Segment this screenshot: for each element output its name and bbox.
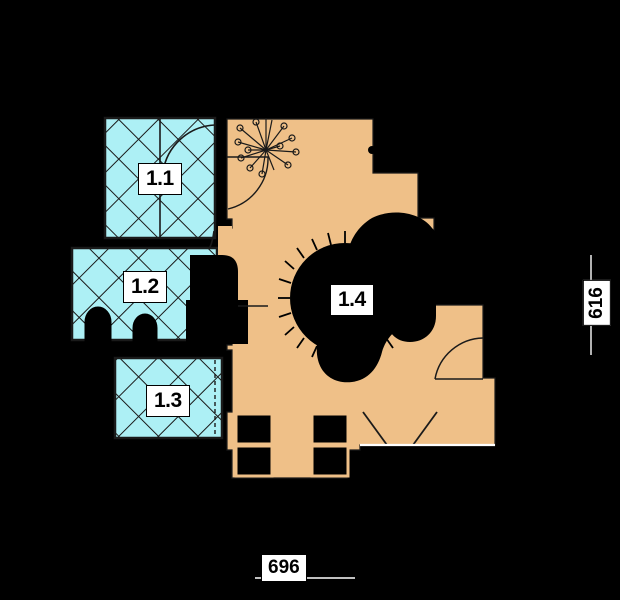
door-arc-icon: [434, 337, 484, 380]
dimension-right: 616: [582, 280, 611, 326]
door-arc-icon: [227, 156, 269, 210]
sanitary-fixture-icon: [132, 313, 158, 344]
window-swing-icon: [362, 411, 438, 446]
room-label-1-2: 1.2: [123, 271, 167, 303]
armchair-icon: [386, 276, 436, 342]
room-label-1-4: 1.4: [330, 284, 374, 316]
furniture-cluster-icon: [316, 212, 448, 383]
room-label-1-1: 1.1: [138, 163, 182, 195]
room-label-1-3: 1.3: [146, 385, 190, 417]
left-furniture-icon: [186, 300, 248, 344]
wall-marker-icon: [368, 146, 376, 154]
dimension-bottom: 696: [261, 554, 307, 582]
plant-decoration-icon: [234, 118, 300, 178]
sanitary-fixture-icon: [84, 306, 112, 344]
window-openings: [234, 412, 350, 478]
